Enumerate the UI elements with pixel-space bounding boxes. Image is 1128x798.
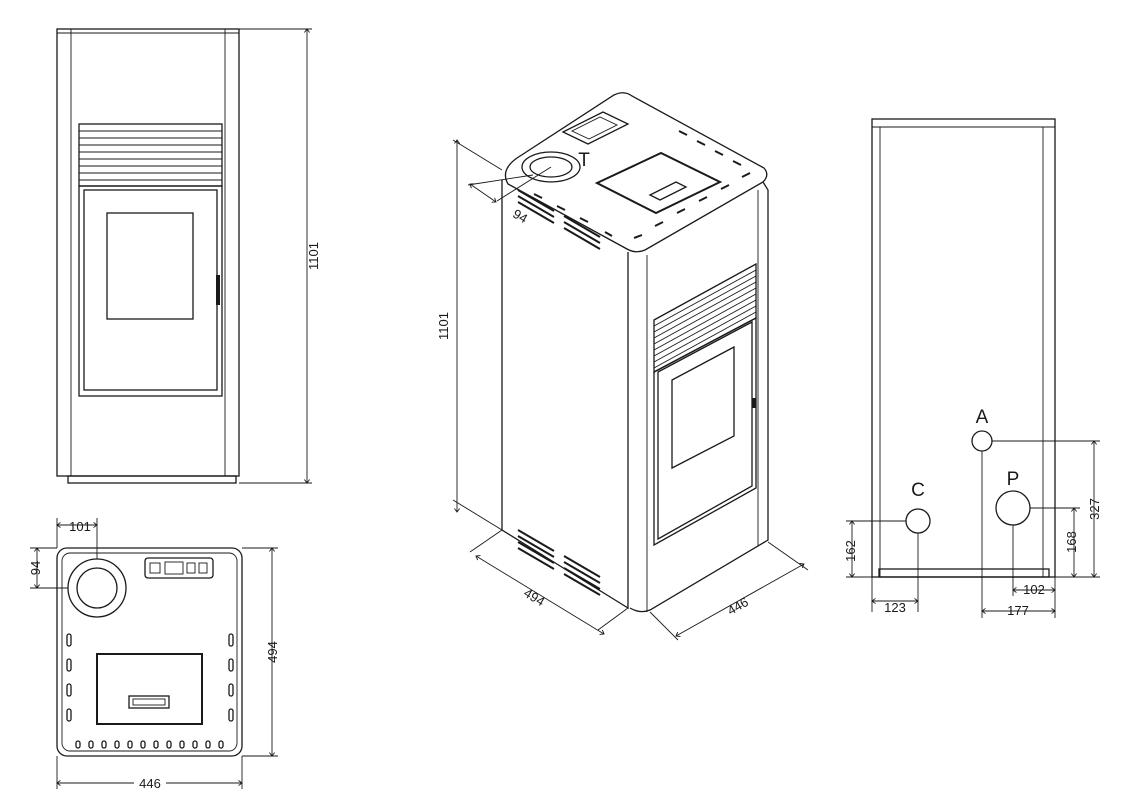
iso-door [653,316,757,547]
top-depth-dimension: 494 [242,548,280,756]
top-control-panel [144,557,214,579]
label-p: P [1007,469,1020,490]
top-view: 446 494 101 94 [28,518,280,791]
dim-c-offset: 123 [872,533,918,615]
flue-offset-y-label: 94 [28,561,43,575]
iso-view: T [436,92,809,641]
pellet-hopper-lid [96,653,203,725]
iso-flue-offset-label: 94 [510,206,530,226]
flue-outlet-inner [76,567,118,609]
dim-c-height-label: 162 [843,540,858,562]
flue-offset-x-label: 101 [69,519,91,534]
dim-a-offset: 177 [982,451,1055,618]
top-width-dimension: 446 [57,756,242,791]
inlet-a [971,430,993,452]
front-door-glass [106,212,194,320]
iso-height-dimension: 1101 [436,140,503,531]
iso-left-upper-vents [517,189,601,250]
dim-a-height-label: 327 [1087,498,1102,520]
front-height-dimension: 1101 [239,29,321,483]
dim-p-offset-label: 102 [1023,582,1045,597]
dim-c-height: 162 [843,521,906,577]
iso-width-dimension: 446 [649,541,809,641]
iso-height-label: 1101 [436,312,451,340]
top-vent-slots [66,633,234,749]
front-view: 1101 [56,29,321,484]
side-body-outline [871,118,1056,578]
side-base [878,568,1050,578]
iso-hopper-handle [648,181,688,201]
door-handle [216,275,220,305]
iso-top-vents [533,130,751,239]
side-view: C A P 327 168 162 123 [843,118,1102,618]
iso-flue-outer [521,151,581,183]
flue-offset-x-dimension: 101 [57,518,97,559]
hopper-handle [128,695,170,709]
iso-depth-dimension: 494 [469,529,629,634]
iso-flue-offset-dimension: 94 [467,166,552,226]
iso-control-panel [561,111,630,145]
dim-a-offset-label: 177 [1007,603,1029,618]
top-width-label: 446 [139,776,161,791]
front-height-label: 1101 [306,242,321,270]
dim-p-height-label: 168 [1064,531,1079,553]
iso-door-handle [752,398,756,408]
dim-p-offset: 102 [1013,525,1055,597]
iso-right-face [629,181,769,613]
iso-depth-label: 494 [521,585,547,609]
dim-c-offset-label: 123 [884,600,906,615]
dim-a-height: 327 [992,441,1102,577]
dim-p-height: 168 [1030,508,1080,577]
iso-width-label: 446 [725,594,751,618]
iso-flue-label: T [578,150,590,171]
iso-flue-inner [529,156,573,178]
inlet-p [995,490,1031,526]
label-c: C [911,480,925,501]
top-depth-label: 494 [265,641,280,663]
flue-offset-y-dimension: 94 [28,548,68,588]
front-grille [78,123,223,187]
label-a: A [976,407,989,428]
iso-door-glass [671,345,735,470]
iso-top-face [504,92,768,253]
inlet-c [905,508,931,534]
iso-grille [653,262,757,374]
top-outline [56,547,243,757]
front-base [67,475,237,484]
front-door [78,185,223,397]
iso-hopper-lid [594,151,723,215]
